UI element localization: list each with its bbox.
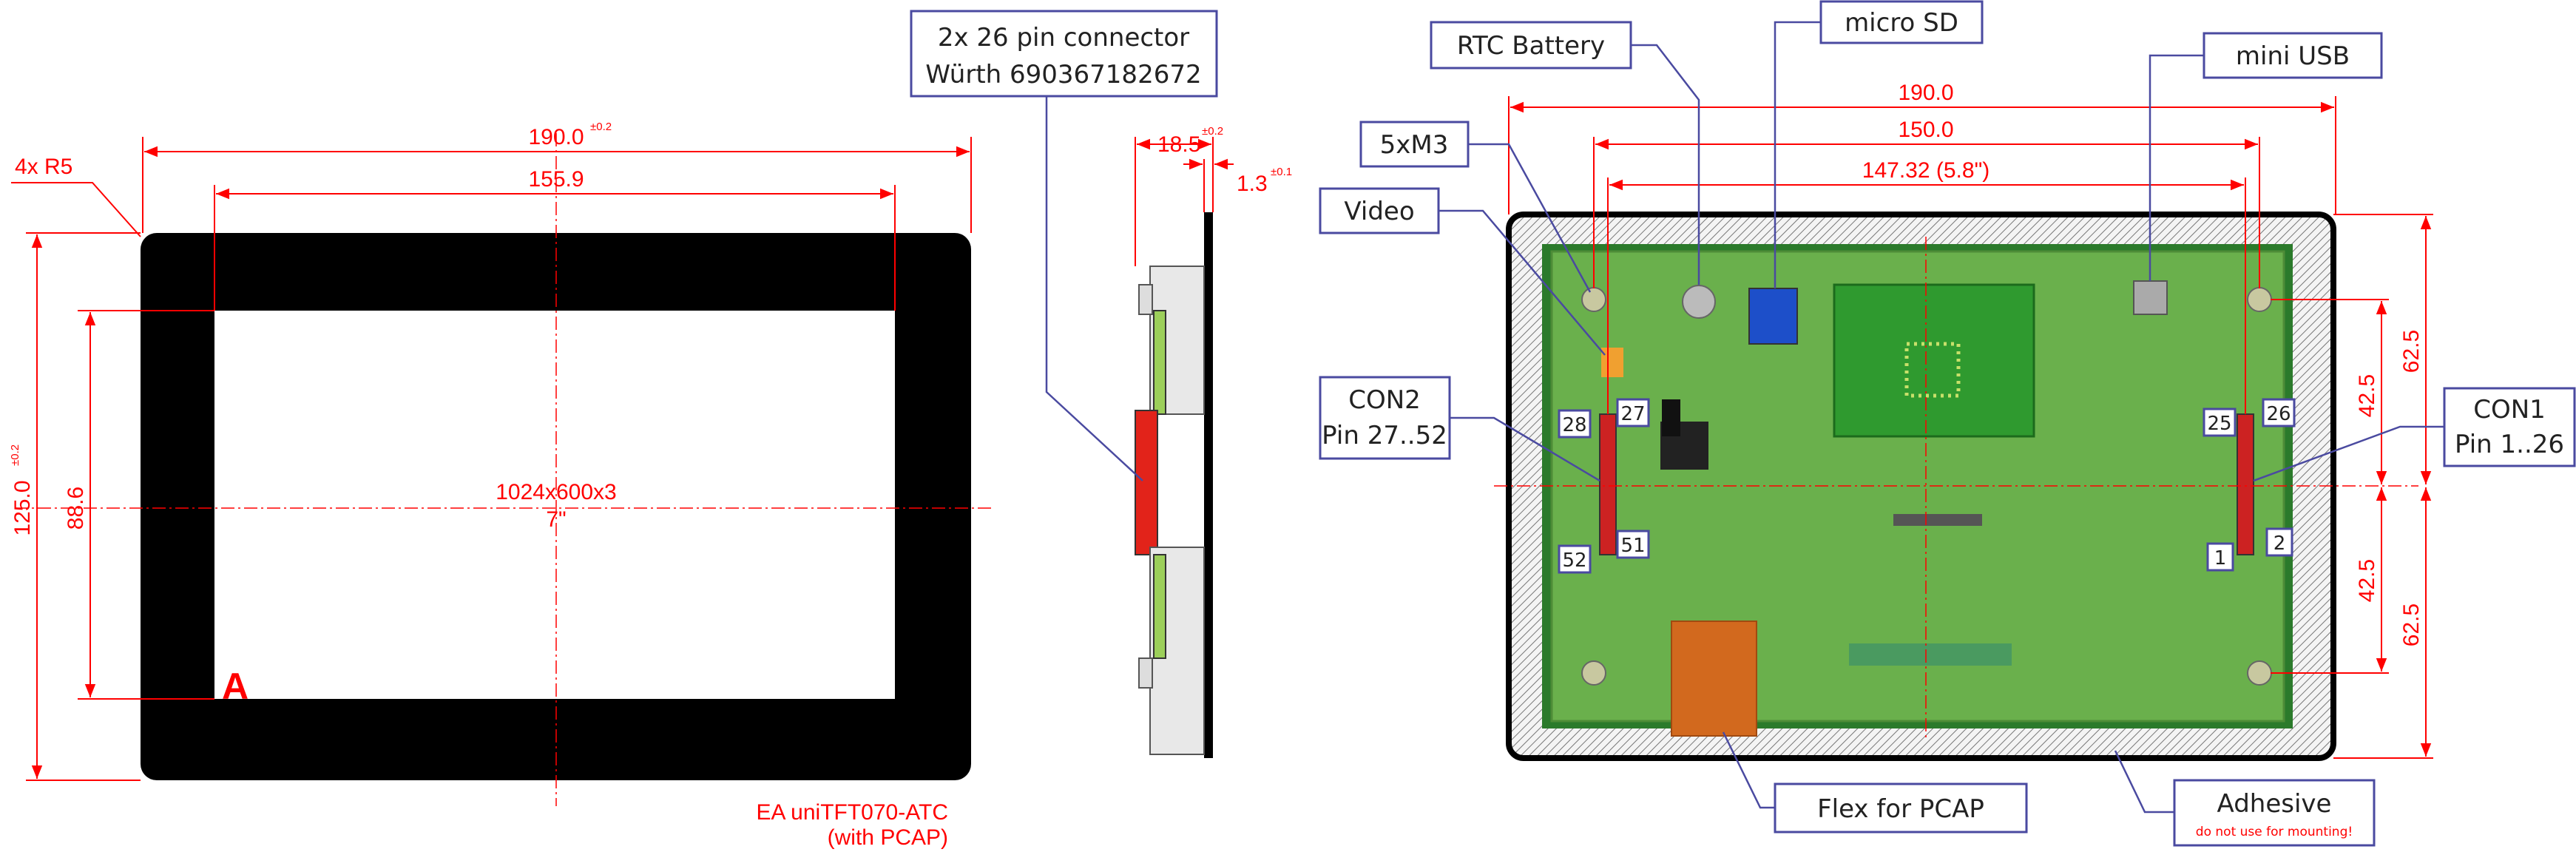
rtc-battery-label: RTC Battery bbox=[1457, 31, 1605, 61]
con2-pins: Pin 27..52 bbox=[1322, 421, 1447, 450]
resolution-text: 1024x600x3 bbox=[496, 480, 616, 504]
depth-dim-text: 18.5 bbox=[1157, 132, 1200, 157]
back-view: 190.0 150.0 147.32 (5.8") 62.5 42.5 42.5… bbox=[1319, 0, 2576, 847]
connector-spacing-text: 147.32 (5.8") bbox=[1862, 158, 1990, 183]
pin-51: 51 bbox=[1620, 535, 1645, 557]
width-dim-text: 190.0 bbox=[528, 125, 584, 149]
connector-callout bbox=[910, 10, 1218, 98]
model-name: EA uniTFT070-ATC bbox=[756, 800, 948, 825]
active-height-text: 88.6 bbox=[64, 487, 88, 530]
pin-labels: 28 27 52 51 25 26 1 2 bbox=[1558, 398, 2296, 574]
adhesive-warning: do not use for mounting! bbox=[2196, 825, 2353, 839]
connector-callout-line1: 2x 26 pin connector bbox=[938, 23, 1189, 53]
connector-leader bbox=[1045, 96, 1143, 481]
mini-usb-port bbox=[2133, 280, 2168, 315]
depth-tol-text: ±0.2 bbox=[1202, 125, 1223, 138]
connector-callout-line2: Würth 690367182672 bbox=[925, 60, 1201, 89]
adhesive-label: Adhesive bbox=[2217, 789, 2332, 819]
front-view: 190.0 ±0.2 155.9 125.0 ±0.2 88.6 4x R5 1… bbox=[9, 121, 991, 850]
hole-spacing-text: 150.0 bbox=[1898, 118, 1953, 142]
height-tol-text: ±0.2 bbox=[9, 444, 21, 466]
connector-side bbox=[1135, 410, 1158, 555]
pin-52: 52 bbox=[1562, 550, 1586, 572]
con2-callout bbox=[1319, 376, 1451, 460]
cpu-module bbox=[1833, 283, 2035, 438]
micro-sd-callout bbox=[1819, 0, 1984, 44]
half-height-top-text: 62.5 bbox=[2399, 330, 2424, 373]
pin-26: 26 bbox=[2266, 403, 2291, 425]
glass-tol-text: ±0.1 bbox=[1271, 166, 1292, 178]
hole-half-bottom-text: 42.5 bbox=[2355, 559, 2379, 602]
pin-27: 27 bbox=[1620, 403, 1645, 425]
outer-width-text: 190.0 bbox=[1898, 81, 1953, 105]
rtc-battery bbox=[1682, 285, 1716, 319]
diagonal-text: 7" bbox=[546, 507, 566, 532]
half-height-bottom-text: 62.5 bbox=[2399, 604, 2424, 646]
height-dim-text: 125.0 bbox=[10, 480, 35, 535]
hole-half-top-text: 42.5 bbox=[2355, 374, 2379, 417]
corner-mark: A bbox=[222, 666, 249, 707]
video-callout bbox=[1319, 187, 1440, 234]
pin-28: 28 bbox=[1562, 414, 1586, 436]
mini-usb-callout bbox=[2203, 32, 2383, 79]
con1-connector bbox=[2237, 413, 2254, 555]
mounting-callout bbox=[1359, 121, 1470, 168]
pin-2: 2 bbox=[2274, 532, 2286, 555]
active-width-text: 155.9 bbox=[528, 167, 584, 192]
pcb-edge-top bbox=[1153, 310, 1166, 415]
micro-sd-slot bbox=[1748, 288, 1798, 345]
side-view: 18.5 ±0.2 1.3 ±0.1 2x 26 pin connector W… bbox=[910, 10, 1292, 758]
con2-connector bbox=[1599, 413, 1617, 555]
glass-dim-text: 1.3 bbox=[1237, 172, 1268, 196]
pcap-flex-cable bbox=[1671, 621, 1757, 737]
radius-leader bbox=[11, 182, 141, 237]
con2-title: CON2 bbox=[1348, 385, 1421, 415]
mini-usb-label: mini USB bbox=[2236, 41, 2350, 71]
flex-label: Flex for PCAP bbox=[1817, 794, 1984, 824]
con1-callout bbox=[2443, 387, 2576, 467]
width-tol-text: ±0.2 bbox=[590, 121, 612, 133]
flex-callout bbox=[1774, 782, 2028, 834]
pin-1: 1 bbox=[2214, 547, 2227, 569]
active-area bbox=[214, 311, 895, 699]
pin-25: 25 bbox=[2207, 413, 2231, 435]
model-note: (with PCAP) bbox=[828, 825, 948, 850]
con1-title: CON1 bbox=[2473, 395, 2546, 425]
video-label: Video bbox=[1344, 197, 1414, 226]
con1-pins: Pin 1..26 bbox=[2455, 430, 2564, 459]
mounting-label: 5xM3 bbox=[1380, 130, 1449, 160]
radius-note: 4x R5 bbox=[15, 155, 72, 179]
micro-sd-label: micro SD bbox=[1845, 8, 1958, 38]
pcb-edge-bottom bbox=[1153, 554, 1166, 659]
glass-plate bbox=[1204, 212, 1213, 758]
